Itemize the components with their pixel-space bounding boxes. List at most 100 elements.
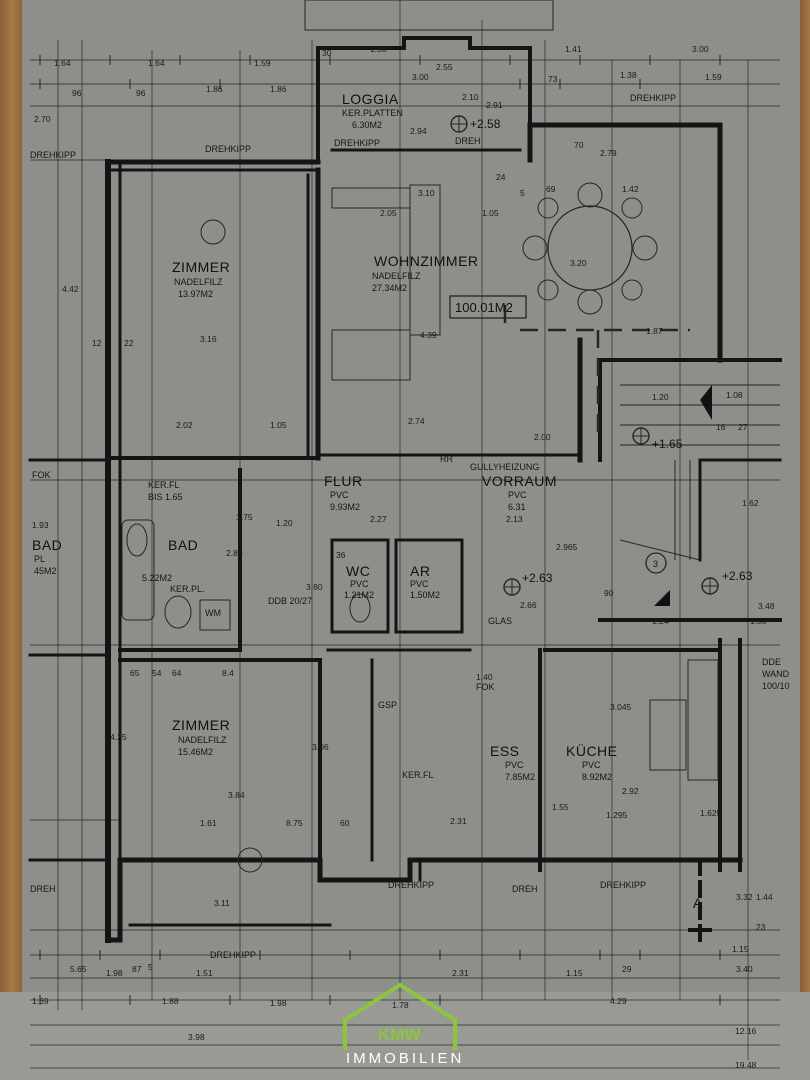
dim-misc-68: 3.40	[736, 964, 753, 974]
neighbour-bad-floor: PL	[34, 554, 45, 564]
dim-top-2: 1.59	[254, 58, 271, 68]
dim-misc-76: 1.69	[32, 996, 49, 1006]
dim-misc-52: 3.84	[228, 790, 245, 800]
window-label-2: DREHKIPP	[30, 150, 76, 160]
dim-misc-40: 2.66	[520, 600, 537, 610]
room-vorraum-name: VORRAUM	[482, 473, 557, 489]
window-label-5: DREHKIPP	[210, 950, 256, 960]
rr-label: RR	[440, 454, 453, 464]
dim-top-4: 1.41	[565, 44, 582, 54]
dim-top-0: 1.64	[54, 58, 71, 68]
dim-misc-55: 60	[340, 818, 350, 828]
dim-top-9: 1.86	[270, 84, 287, 94]
dim-misc-1: 3.00	[412, 72, 429, 82]
room-ar-floor: PVC	[410, 579, 429, 589]
dim-misc-10: 5	[520, 188, 525, 198]
dim-misc-24: 12	[92, 338, 102, 348]
wand-dim-label: 100/10	[762, 681, 790, 691]
dim-misc-38: 3.80	[306, 582, 323, 592]
dim-misc-12: 2.79	[600, 148, 617, 158]
dim-misc-32: 2.27	[370, 514, 387, 524]
dim-misc-42: 1.00	[750, 616, 767, 626]
window-label-4: DREHKIPP	[630, 93, 676, 103]
dim-misc-16: 4.39	[420, 330, 437, 340]
room-wohnzimmer-area: 27.34M2	[372, 283, 407, 293]
glas-label: GLAS	[488, 616, 512, 626]
dim-misc-83: 19.48	[735, 1060, 757, 1070]
dim-misc-63: 1.51	[196, 968, 213, 978]
ddb-label: DDB 20/27	[268, 596, 312, 606]
dim-misc-33: 1.93	[32, 520, 49, 530]
dim-misc-61: 1.625	[700, 808, 722, 818]
dim-misc-79: 1.78	[392, 1000, 409, 1010]
dim-misc-64: 1.98	[106, 968, 123, 978]
logo-letters: KMW	[378, 1025, 421, 1044]
gully-label: GULLYHEIZUNG	[470, 462, 539, 472]
dim-misc-37: 2.80	[226, 548, 243, 558]
dim-top-5: 3.00	[692, 44, 709, 54]
dim-misc-35: 2.965	[556, 542, 578, 552]
paper-bottom	[0, 992, 810, 1080]
dim-misc-56: 3.045	[610, 702, 632, 712]
total-area: 100.01M2	[455, 300, 513, 315]
room-wc-name: WC	[346, 563, 370, 579]
room-vorraum-floor: PVC	[508, 490, 527, 500]
section-marker: A	[693, 895, 703, 911]
neighbour-bad-name: BAD	[32, 537, 62, 553]
dim-misc-72: 1.44	[756, 892, 773, 902]
room-loggia-floor: KER.PLATTEN	[342, 108, 403, 118]
dimension-grid	[30, 0, 780, 1069]
door-label-2: DREH	[512, 884, 538, 894]
dim-misc-48: 54	[152, 668, 162, 678]
dim-misc-59: 1.295	[606, 810, 628, 820]
dim-misc-3: 2.10	[462, 92, 479, 102]
dim-misc-49: 64	[172, 668, 182, 678]
room-wohnzimmer-floor: NADELFILZ	[372, 271, 421, 281]
dim-misc-71: 3.32	[736, 892, 753, 902]
room-flur-name: FLUR	[324, 473, 363, 489]
level-readouts: +2.58 +1.65 +2.63 +2.63	[470, 117, 753, 585]
dimension-numbers: 1.64 1.64 1.59 1.50 1.41 3.00 96 96 1.86…	[32, 44, 775, 1070]
level-stairwell: +2.63	[722, 569, 753, 583]
dim-misc-82: 12.16	[735, 1026, 757, 1036]
room-loggia-name: LOGGIA	[342, 91, 399, 107]
dim-misc-41: 3.48	[758, 601, 775, 611]
room-bad-name: BAD	[168, 537, 198, 553]
fok-label-2: FOK	[476, 682, 495, 692]
dim-misc-6: 3.10	[418, 188, 435, 198]
dim-misc-36: 1.75	[236, 512, 253, 522]
dim-misc-62: 3.11	[214, 898, 230, 908]
walls	[28, 0, 782, 943]
dim-misc-44: 90	[604, 588, 614, 598]
room-wohnzimmer-name: WOHNZIMMER	[374, 253, 479, 269]
dim-misc-9: 1.42	[622, 184, 639, 194]
dim-misc-47: 65	[130, 668, 140, 678]
dim-top-13: 2.70	[34, 114, 51, 124]
dim-misc-4: 2.91	[486, 100, 503, 110]
room-ess-floor: PVC	[505, 760, 524, 770]
dim-misc-70: 23	[756, 922, 766, 932]
room-labels: LOGGIA KER.PLATTEN 6.30M2 ZIMMER NADELFI…	[32, 91, 617, 782]
dim-top-8: 1.86	[206, 84, 223, 94]
washing-machine-label: WM	[205, 608, 221, 618]
dim-misc-39: 36	[336, 550, 346, 560]
level-vorraum: +2.63	[522, 571, 553, 585]
dim-misc-81: 3.98	[188, 1032, 205, 1042]
dde-label: DDE	[762, 657, 781, 667]
dim-misc-57: 2.31	[450, 816, 467, 826]
dim-top-12: 1.59	[705, 72, 722, 82]
dim-misc-17: 1.87	[646, 326, 663, 336]
room-kueche-area: 8.92M2	[582, 772, 612, 782]
room-flur-floor: PVC	[330, 490, 349, 500]
level-loggia: +2.58	[470, 117, 501, 131]
room-zimmer-floor: NADELFILZ	[174, 277, 223, 287]
dim-misc-19: 1.08	[726, 390, 743, 400]
dim-top-7: 96	[136, 88, 146, 98]
dim-misc-26: 4.42	[62, 284, 79, 294]
dim-misc-43: 1.24	[652, 616, 669, 626]
window-label-1: DREHKIPP	[205, 144, 251, 154]
dim-misc-65: 2.31	[452, 968, 469, 978]
dim-misc-77: 1.88	[162, 996, 179, 1006]
